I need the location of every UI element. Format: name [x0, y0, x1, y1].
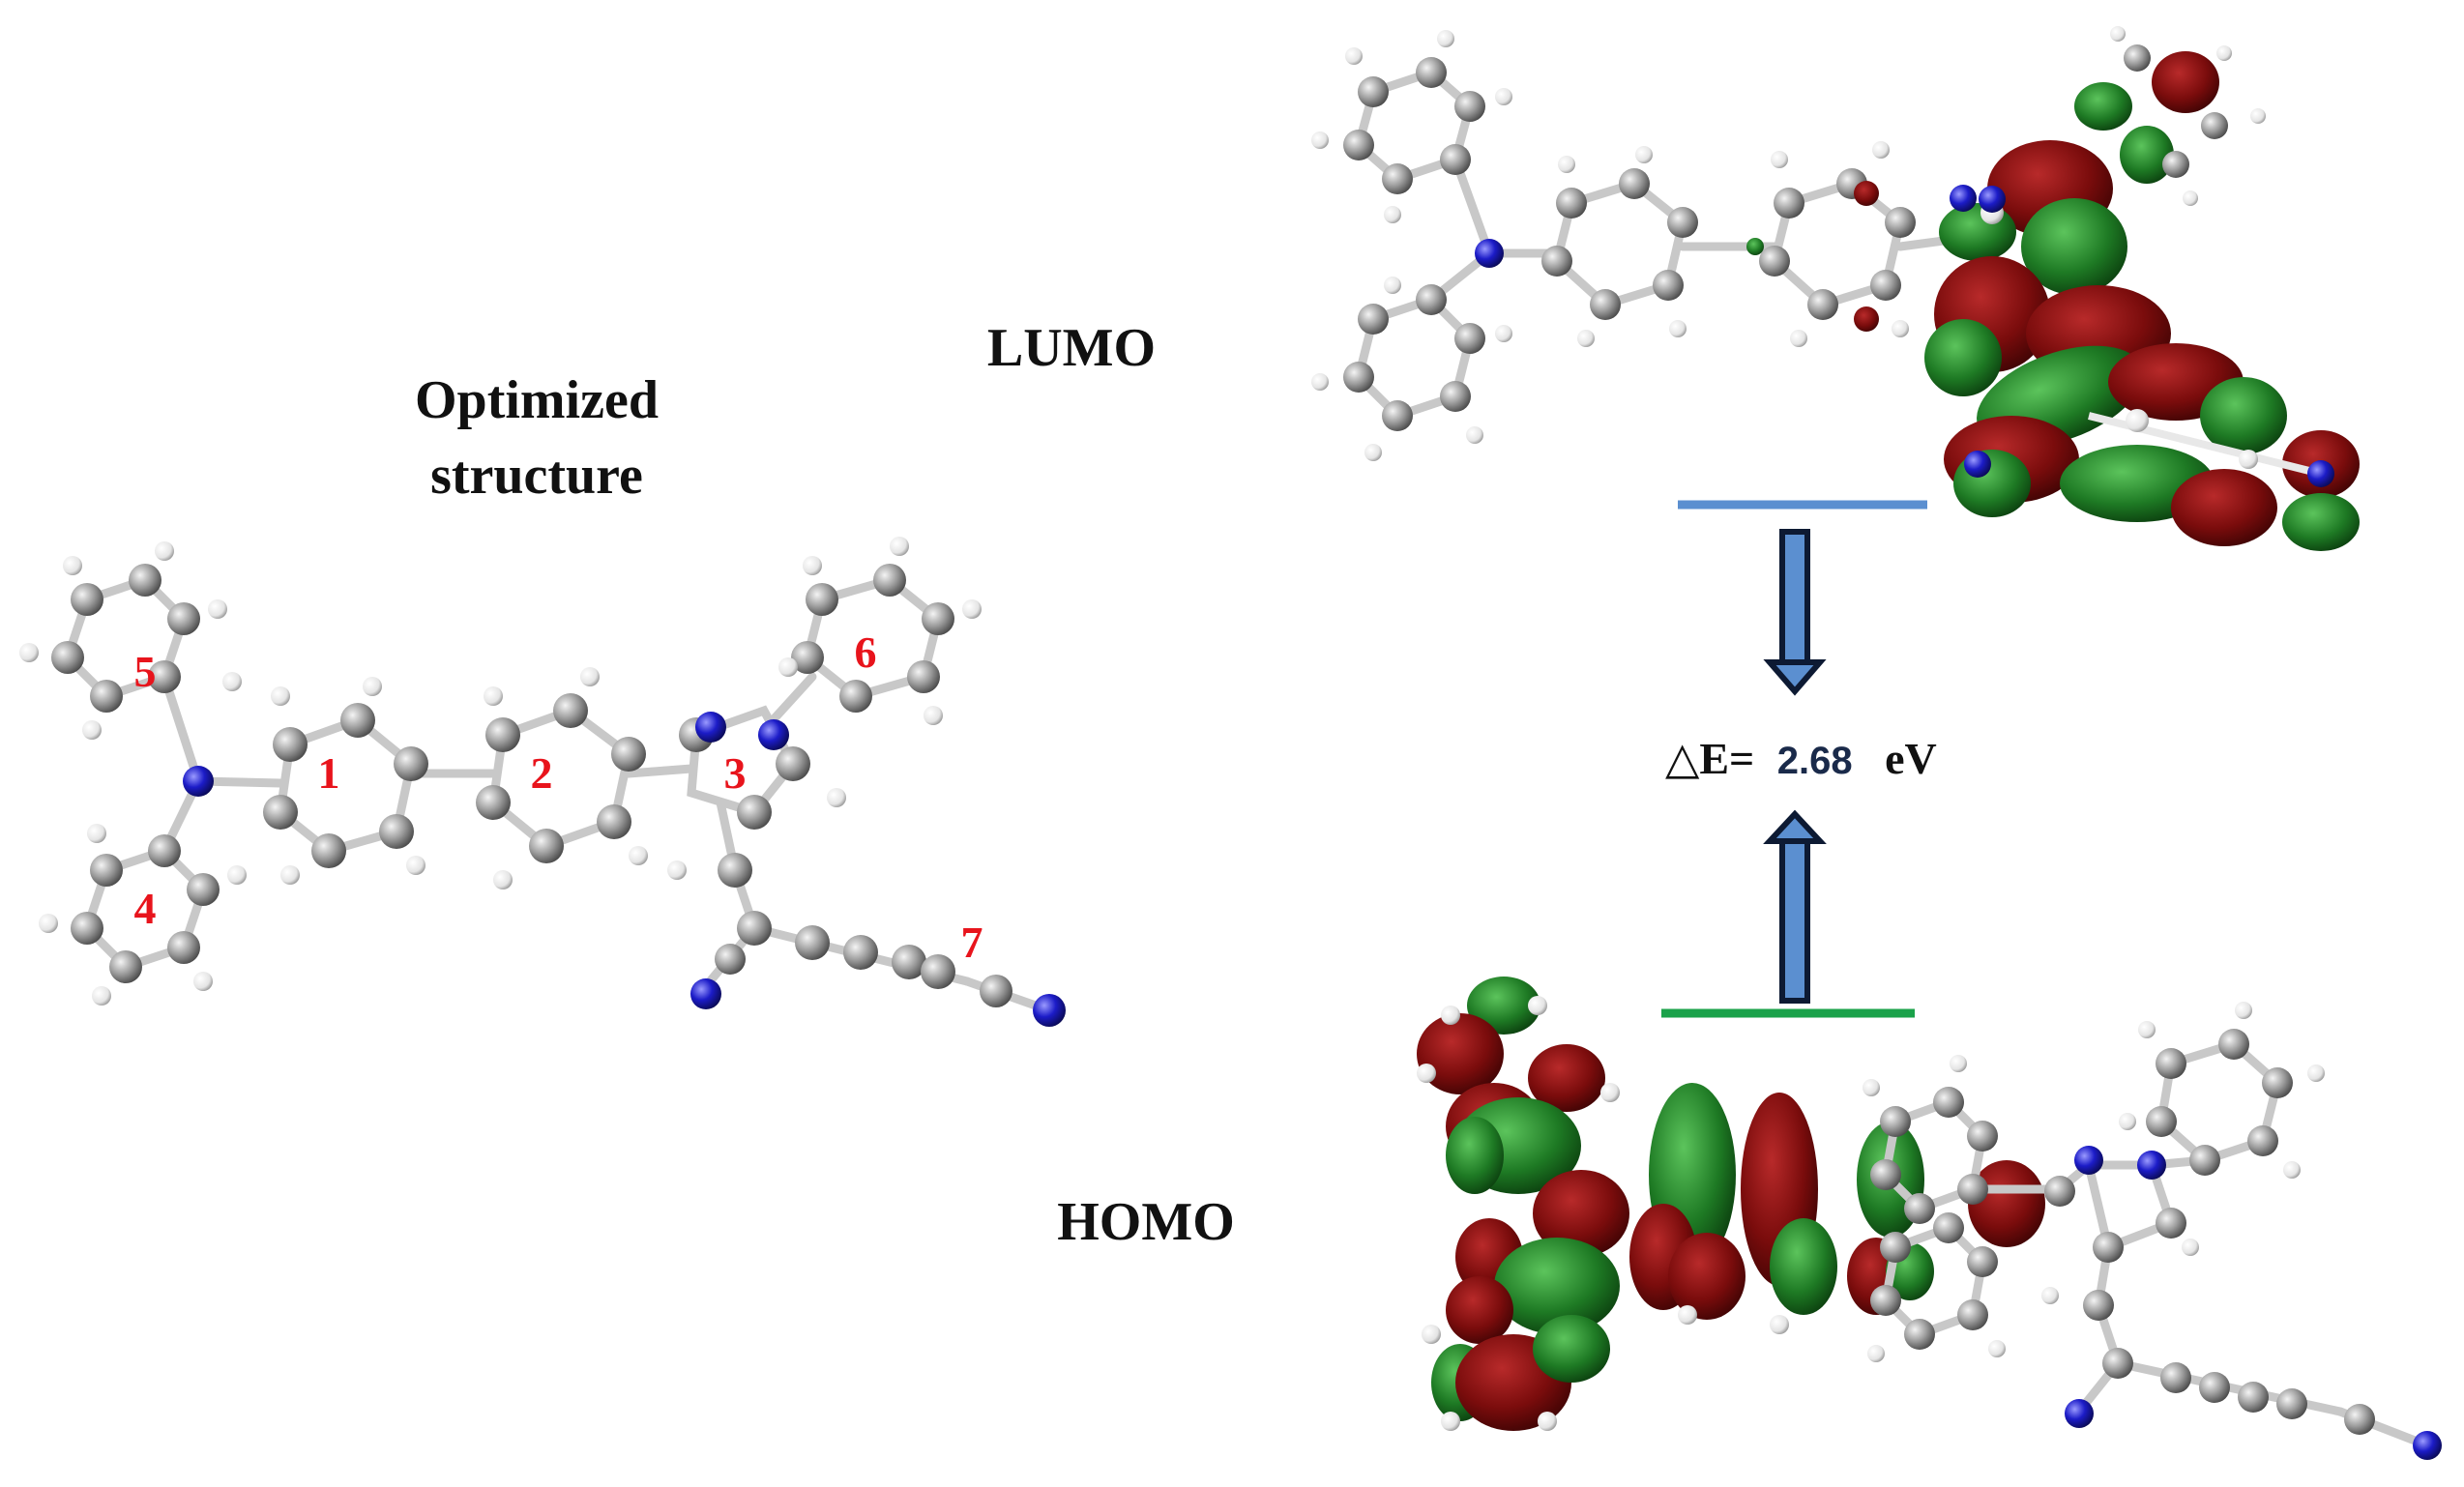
- lumo-label: LUMO: [987, 318, 1156, 378]
- ring-label-7: 7: [961, 918, 983, 967]
- energy-gap-value: 2.68: [1777, 740, 1853, 782]
- optimized-structure-molecule: [19, 537, 1066, 1027]
- lumo-molecule: [1311, 30, 1978, 461]
- energy-gap-prefix: △E=: [1665, 734, 1754, 783]
- ring-label-3: 3: [724, 748, 747, 798]
- carbon-atoms: [51, 564, 1012, 1007]
- lumo-orbital-lobes: [1924, 26, 2360, 551]
- hydrogen-atoms: [19, 537, 982, 1006]
- homo-orbital-lobes: [1417, 977, 2045, 1431]
- ring-label-2: 2: [531, 748, 553, 798]
- bonds: [62, 574, 1054, 1015]
- ring-label-5: 5: [134, 647, 157, 696]
- nitrogen-atoms: [183, 712, 1066, 1027]
- ring-label-4: 4: [134, 884, 157, 933]
- optimized-structure-title-line1: Optimized: [415, 370, 659, 430]
- energy-gap-label: △E= 2.68 eV: [1665, 734, 1937, 783]
- homo-molecule: [1417, 996, 2442, 1460]
- down-arrow-icon: [1763, 529, 1827, 696]
- ring-label-1: 1: [318, 748, 340, 798]
- up-arrow-icon: [1763, 809, 1827, 1004]
- ring-label-6: 6: [855, 627, 877, 677]
- optimized-structure-title-line2: structure: [430, 446, 643, 506]
- homo-label: HOMO: [1057, 1192, 1235, 1252]
- energy-gap-unit: eV: [1885, 734, 1937, 783]
